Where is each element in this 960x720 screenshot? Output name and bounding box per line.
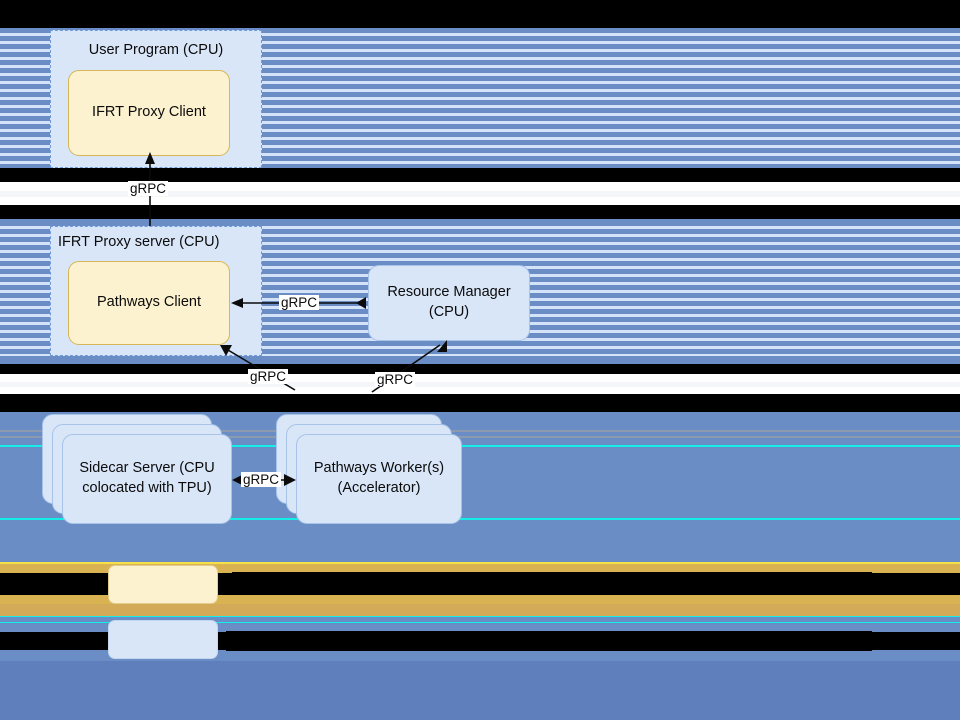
node-resource-manager-label-line1: Resource Manager bbox=[387, 284, 511, 301]
node-sidecar-server[interactable]: Sidecar Server (CPU colocated with TPU) bbox=[62, 434, 232, 524]
legend-label-blue bbox=[226, 631, 872, 651]
legend-swatch-blue bbox=[108, 620, 218, 659]
edge-label-sidecar-to-pathwaysclient: gRPC bbox=[248, 369, 289, 384]
edge-label-resourcemanager-to-pathwaysclient: gRPC bbox=[279, 295, 320, 310]
node-pathways-worker-label-line2: (Accelerator) bbox=[337, 480, 421, 496]
node-pathways-client[interactable]: Pathways Client bbox=[68, 261, 230, 345]
group-ifrt-proxy-server-title: IFRT Proxy server (CPU) bbox=[58, 234, 220, 250]
node-sidecar-server-label-line1: Sidecar Server (CPU bbox=[79, 460, 215, 477]
legend-label-cream bbox=[232, 572, 872, 594]
node-pathways-worker[interactable]: Pathways Worker(s) (Accelerator) bbox=[296, 434, 462, 524]
edge-label-proxyserver-to-proxyclient: gRPC bbox=[128, 181, 169, 196]
node-pathways-client-label: Pathways Client bbox=[97, 294, 201, 311]
legend-swatch-cream bbox=[108, 565, 218, 604]
edge-label-sidecar-worker: gRPC bbox=[241, 472, 282, 487]
node-sidecar-server-label-line2: colocated with TPU) bbox=[82, 480, 212, 496]
node-resource-manager[interactable]: Resource Manager (CPU) bbox=[368, 265, 530, 341]
group-user-program-title: User Program (CPU) bbox=[88, 42, 224, 58]
node-resource-manager-label-line2: (CPU) bbox=[428, 304, 470, 320]
node-ifrt-proxy-client-label: IFRT Proxy Client bbox=[92, 104, 206, 121]
node-pathways-worker-label-line1: Pathways Worker(s) bbox=[313, 460, 445, 477]
edge-label-worker-to-resourcemanager: gRPC bbox=[375, 372, 416, 387]
